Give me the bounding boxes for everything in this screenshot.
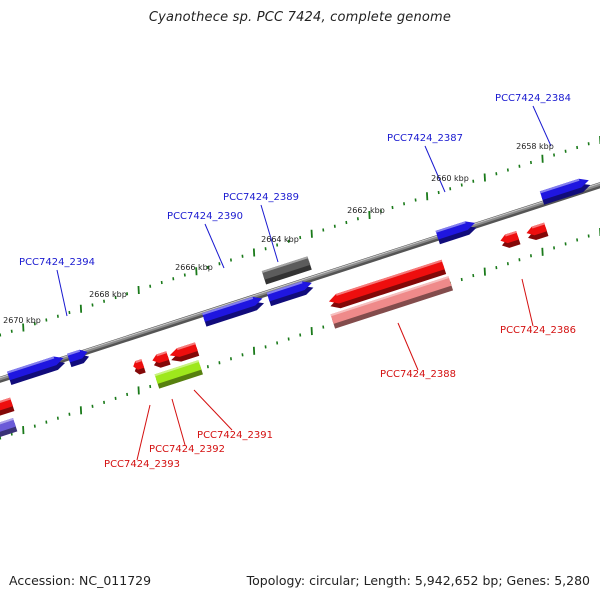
gene-arrow-2392-face <box>152 351 169 364</box>
gene-label-pcc7424-2384: PCC7424_2384 <box>495 93 571 104</box>
leader-pcc7424-2394 <box>56 269 68 317</box>
gene-label-pcc7424-2389: PCC7424_2389 <box>223 192 299 203</box>
gene-arrow-2384-side <box>541 183 591 205</box>
leader-pcc7424-2391 <box>193 389 233 431</box>
gene-arrow-2386-face <box>500 230 519 244</box>
gene-arrow-2395 <box>7 356 66 385</box>
gene-arrow-2389b-highlight <box>266 281 303 295</box>
gene-arrow-2389 <box>261 256 312 285</box>
gene-arrow-left-red <box>0 397 15 418</box>
gene-label-pcc7424-2386: PCC7424_2386 <box>500 325 576 336</box>
accession-text: Accession: NC_011729 <box>9 573 152 588</box>
gene-label-pcc7424-2388: PCC7424_2388 <box>380 369 456 380</box>
gene-arrow-2385-highlight <box>531 222 545 229</box>
gene-arrow-2395-face <box>7 356 64 381</box>
gene-arrow-pseudo <box>154 360 203 389</box>
gene-arrow-2388b-highlight <box>330 276 450 317</box>
gene-arrow-left-red-face <box>0 397 13 413</box>
gene-arrow-pseudo-highlight <box>154 360 199 377</box>
leader-pcc7424-2384 <box>532 105 552 147</box>
genome-backbone <box>0 182 600 383</box>
gene-arrow-2392-highlight <box>156 351 167 357</box>
gene-arrow-2389b-side <box>268 286 314 307</box>
gene-arrow-2393 <box>133 359 146 375</box>
gene-label-pcc7424-2394: PCC7424_2394 <box>19 257 95 268</box>
scale-label: 2664 kbp <box>261 235 299 244</box>
gene-arrow-2395-side <box>8 361 66 385</box>
gene-arrow-2384-highlight <box>539 178 580 194</box>
scale-label: 2670 kbp <box>3 316 41 325</box>
gene-arrow-2390 <box>202 296 265 327</box>
gene-arrow-2388b-face <box>330 276 452 324</box>
gene-arrow-2387-side <box>437 226 477 245</box>
labels: 2658 kbp 2660 kbp 2662 kbp 2664 kbp 2666 kbp… <box>3 93 576 470</box>
scale-label: 2662 kbp <box>347 206 385 215</box>
gene-arrow-pseudo-face <box>154 360 202 384</box>
scale-label: 2658 kbp <box>516 142 554 151</box>
leader-pcc7424-2393 <box>136 404 151 461</box>
leader-pcc7424-2389 <box>260 204 279 263</box>
gene-arrow-2391-face <box>169 342 198 357</box>
gene-arrow-2390-side <box>203 301 265 327</box>
genome-title: Cyanothece sp. PCC 7424, complete genome <box>148 10 452 25</box>
gene-arrow-2388-face <box>328 259 445 304</box>
gene-arrow-2388b <box>330 276 454 329</box>
leader-pcc7424-2386 <box>521 278 534 327</box>
gene-label-pcc7424-2393: PCC7424_2393 <box>104 459 180 470</box>
gene-arrow-2389b <box>266 281 314 307</box>
gene-arrow-2394-highlight <box>67 349 81 356</box>
gene-label-pcc7424-2390: PCC7424_2390 <box>167 211 243 222</box>
leader-pcc7424-2387 <box>424 145 446 193</box>
gene-arrow-2385-face <box>526 222 547 236</box>
gene-arrow-2388-highlight <box>335 259 443 296</box>
gene-label-pcc7424-2391: PCC7424_2391 <box>197 430 273 441</box>
gene-arrow-2390-highlight <box>202 296 254 316</box>
gene-arrow-2387 <box>435 221 477 245</box>
gene-arrow-2390-face <box>202 296 263 322</box>
gene-arrow-2389-face <box>261 256 311 280</box>
gene-arrow-left <box>0 418 18 439</box>
gene-arrow-2391 <box>169 342 200 362</box>
gene-arrow-left-highlight <box>0 418 14 428</box>
gene-arrow-2386 <box>500 230 521 248</box>
gene-arrow-2389-highlight <box>261 256 309 274</box>
gene-arrow-2385 <box>526 222 549 240</box>
gene-arrow-2393-highlight <box>135 359 142 364</box>
gene-arrow-2395-highlight <box>7 356 55 374</box>
leader-pcc7424-2388 <box>397 322 419 371</box>
gene-arrow-2394 <box>67 349 90 368</box>
backbone-line <box>0 182 600 381</box>
gene-arrow-left-face <box>0 418 16 434</box>
gene-arrow-2386-highlight <box>505 230 517 237</box>
label-leaders <box>56 105 552 461</box>
gene-arrow-2384-face <box>539 178 589 200</box>
backbone-highlight <box>0 182 600 379</box>
gene-arrow-2387-face <box>435 221 476 240</box>
gene-label-pcc7424-2392: PCC7424_2392 <box>149 444 225 455</box>
gene-arrow-2392 <box>152 351 171 368</box>
gene-label-pcc7424-2387: PCC7424_2387 <box>387 133 463 144</box>
gene-arrow-2384 <box>539 178 591 205</box>
scale-label: 2666 kbp <box>175 263 213 272</box>
gene-features <box>0 178 591 439</box>
scale-label: 2660 kbp <box>431 174 469 183</box>
leader-pcc7424-2392 <box>171 398 186 446</box>
gene-arrow-2387-highlight <box>435 221 466 233</box>
gene-arrow-left-red-highlight <box>0 397 11 406</box>
gene-arrow-2391-highlight <box>176 342 196 351</box>
leader-pcc7424-2390 <box>204 223 225 269</box>
gene-arrow-2388 <box>328 259 447 309</box>
genome-summary-text: Topology: circular; Length: 5,942,652 bp… <box>246 573 590 588</box>
gene-arrow-2389b-face <box>266 281 312 302</box>
scale-label: 2668 kbp <box>89 290 127 299</box>
